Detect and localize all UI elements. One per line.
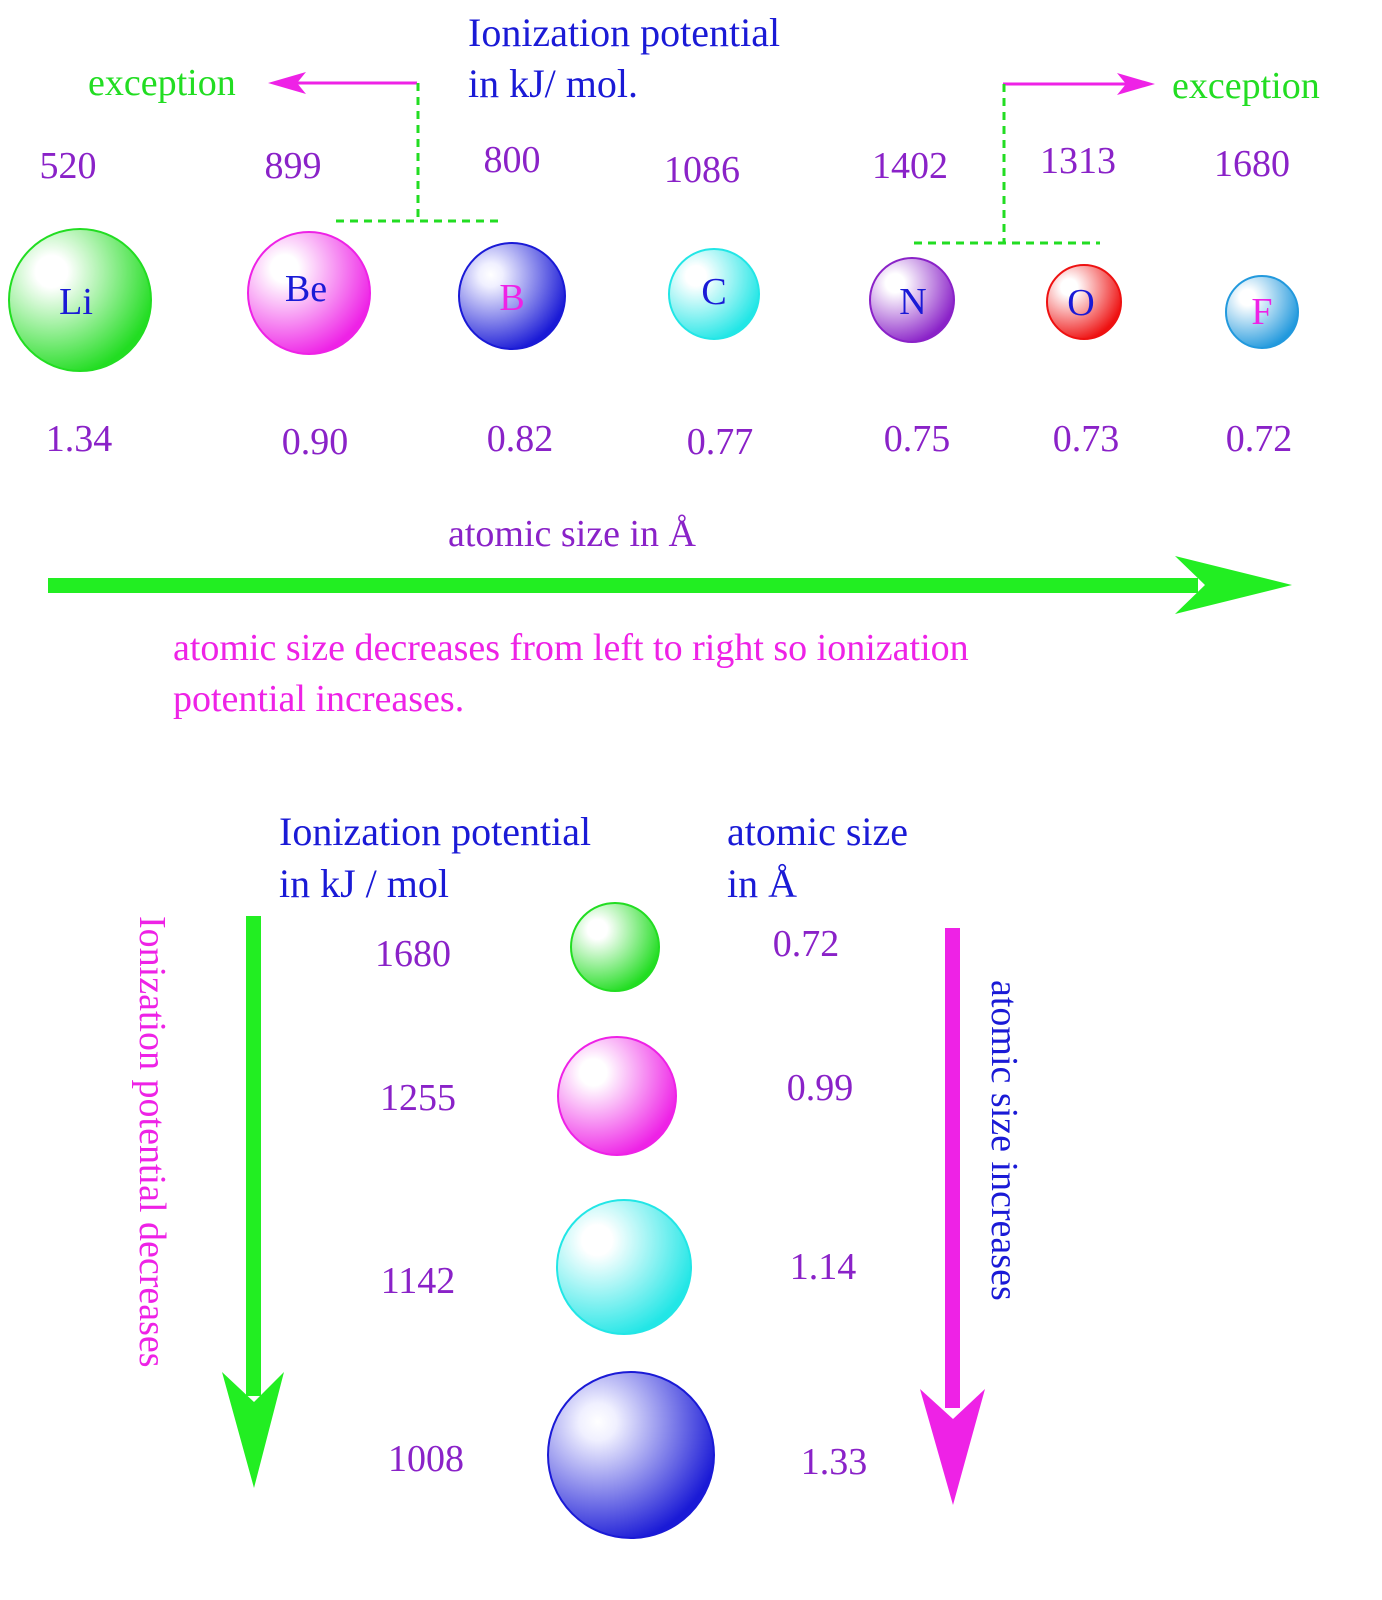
horizontal-arrowhead [1175,556,1292,614]
symbol-n: N [899,281,926,323]
row-4-atom [547,1371,715,1539]
ip-value-f: 1680 [1214,143,1290,185]
left-down-arrowhead [222,1372,284,1488]
exception-right-label: exception [1172,65,1320,107]
bottom-ip-header-line2: in kJ / mol [279,861,449,906]
left-down-arrow-shaft [246,916,261,1396]
row-3-atom [556,1199,692,1335]
atomic-size-label: atomic size in Å [448,513,697,555]
exception-right-arrowhead [1117,73,1155,95]
symbol-be: Be [285,268,327,310]
ip-value-b: 800 [484,139,541,181]
atom-n [869,257,955,343]
symbol-o: O [1067,282,1094,324]
row-2-size: 0.99 [787,1067,854,1109]
row-3-ip: 1142 [381,1260,456,1302]
row-3-size: 1.14 [790,1246,857,1288]
row-4-size: 1.33 [801,1441,868,1483]
ip-value-c: 1086 [664,149,740,191]
caption-line1: atomic size decreases from left to right… [173,627,969,669]
atom-be [247,231,371,355]
row-1-ip: 1680 [375,933,451,975]
row-1-atom [570,902,660,992]
row-2-ip: 1255 [380,1077,456,1119]
exception-right-bracket [914,84,1100,245]
size-value-o: 0.73 [1053,418,1120,460]
ip-value-o: 1313 [1040,140,1116,182]
size-value-c: 0.77 [687,421,754,463]
size-value-f: 0.72 [1226,418,1293,460]
right-down-arrowhead [920,1389,985,1505]
ip-title-line1: Ionization potential [468,10,780,55]
exception-left-bracket [336,83,500,223]
bottom-size-header-line1: atomic size [727,809,908,854]
bottom-ip-header-line1: Ionization potential [279,809,591,854]
symbol-f: F [1251,291,1272,333]
size-value-b: 0.82 [487,418,554,460]
atom-b [458,242,566,350]
row-1-size: 0.72 [773,923,840,965]
horizontal-arrow-shaft [48,578,1198,593]
size-value-n: 0.75 [884,418,951,460]
exception-left-label: exception [88,62,236,104]
bottom-size-header-line2: in Å [727,861,797,906]
atom-li [8,228,152,372]
symbol-b: B [499,277,524,319]
exception-left-arrowhead [268,72,306,94]
caption-line2: potential increases. [173,678,464,720]
symbol-li: Li [59,281,93,323]
size-value-be: 0.90 [282,421,349,463]
ip-title-line2: in kJ/ mol. [468,61,638,106]
left-arrow-label: Ionization potential decreases [131,916,173,1368]
right-down-arrow-shaft [945,928,960,1408]
atom-f [1225,275,1299,349]
row-2-atom [557,1036,677,1156]
ip-value-li: 520 [40,145,97,187]
right-arrow-label: atomic size increases [983,980,1025,1301]
atom-o [1046,264,1122,340]
row-4-ip: 1008 [388,1438,464,1480]
atom-c [668,248,760,340]
ip-value-be: 899 [265,145,322,187]
size-value-li: 1.34 [46,418,113,460]
ip-value-n: 1402 [872,145,948,187]
symbol-c: C [701,271,726,313]
